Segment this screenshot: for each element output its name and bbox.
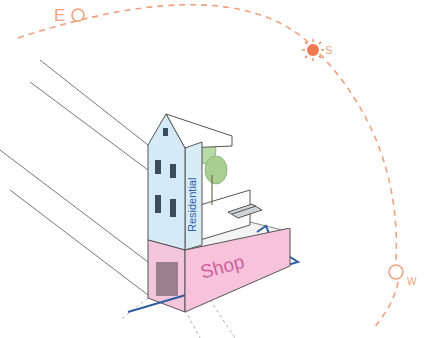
compass-label: E [54,6,65,26]
sun-symbol [302,39,324,61]
shop-band: Shop [165,228,295,314]
windows [155,128,178,296]
use-label: Residential [186,178,198,232]
compass-label: W [407,276,416,287]
front-facade [148,114,185,250]
west-marker [389,265,403,279]
railing [228,204,262,218]
street-lines [0,60,148,295]
east-marker [72,9,84,21]
entrance-route [128,226,298,312]
compass-label: S [325,44,332,56]
side-wall [185,142,202,250]
sun-path-tail [372,282,398,330]
sun-path [18,5,396,262]
